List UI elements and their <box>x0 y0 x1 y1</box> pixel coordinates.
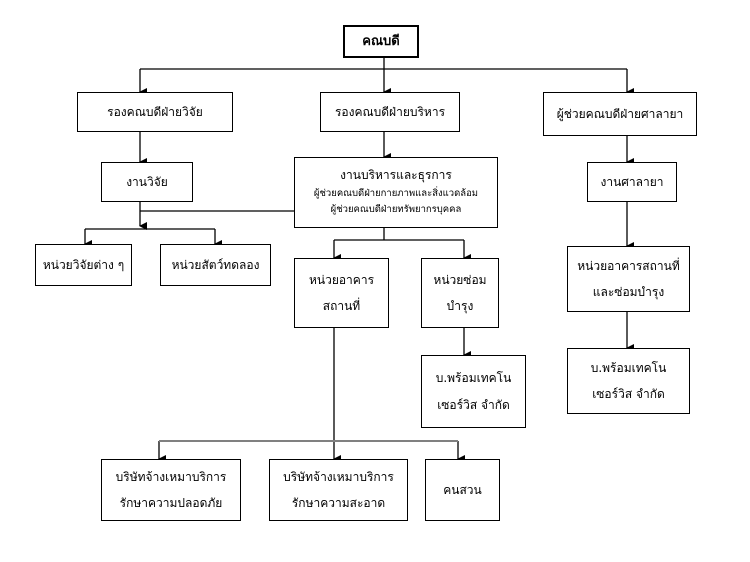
node-gardener: คนสวน <box>425 459 500 521</box>
node-admin-work: งานบริหารและธุรการ ผู้ช่วยคณบดีฝ่ายกายภา… <box>294 157 498 228</box>
node-label: บำรุง <box>446 299 474 313</box>
node-contractor-sala: บ.พร้อมเทคโน เซอร์วิส จำกัด <box>567 348 690 414</box>
node-label: งานวิจัย <box>126 174 168 189</box>
node-label: งานบริหารและธุรการ <box>340 167 452 182</box>
node-sala-work: งานศาลายา <box>587 162 677 202</box>
node-label: หน่วยอาคาร <box>308 272 375 287</box>
node-security-contract: บริษัทจ้างเหมาบริการ รักษาความปลอดภัย <box>101 459 241 521</box>
node-label: บ.พร้อมเทคโน <box>435 371 512 386</box>
node-label: งานศาลายา <box>600 174 664 189</box>
node-label: รักษาความสะอาด <box>291 496 386 510</box>
node-vp-research: รองคณบดีฝ่ายวิจัย <box>77 92 233 132</box>
node-research-work: งานวิจัย <box>101 162 193 202</box>
node-asst-sala: ผู้ช่วยคณบดีฝ่ายศาลายา <box>543 92 697 136</box>
node-animal-unit: หน่วยสัตว์ทดลอง <box>160 244 271 286</box>
node-contractor-repair: บ.พร้อมเทคโน เซอร์วิส จำกัด <box>421 355 526 428</box>
node-vp-admin: รองคณบดีฝ่ายบริหาร <box>320 92 460 132</box>
node-label: หน่วยซ่อม <box>433 272 487 287</box>
node-label: บริษัทจ้างเหมาบริการ <box>283 469 394 484</box>
node-repair-unit: หน่วยซ่อม บำรุง <box>421 258 499 328</box>
node-label: หน่วยอาคารสถานที่ <box>577 258 680 273</box>
node-label: สถานที่ <box>322 299 361 313</box>
node-building-unit: หน่วยอาคาร สถานที่ <box>294 258 389 328</box>
node-label: หน่วยสัตว์ทดลอง <box>171 257 260 272</box>
node-label: รองคณบดีฝ่ายวิจัย <box>107 104 203 119</box>
node-label: เซอร์วิส จำกัด <box>437 397 510 412</box>
node-label: หน่วยวิจัยต่าง ๆ <box>42 257 125 272</box>
node-research-units: หน่วยวิจัยต่าง ๆ <box>35 244 132 286</box>
node-label: รองคณบดีฝ่ายบริหาร <box>334 104 446 119</box>
node-label: คณบดี <box>362 33 400 49</box>
node-label: รักษาความปลอดภัย <box>119 496 223 510</box>
node-label: บ.พร้อมเทคโน <box>590 360 667 375</box>
node-label: เซอร์วิส จำกัด <box>592 387 665 401</box>
node-dean: คณบดี <box>343 25 419 58</box>
node-label: คนสวน <box>443 482 482 497</box>
node-sala-building-unit: หน่วยอาคารสถานที่ และซ่อมบำรุง <box>567 246 690 312</box>
node-label: และซ่อมบำรุง <box>592 285 665 299</box>
node-sublabel: ผู้ช่วยคณบดีฝ่ายกายภาพและสิ่งแวดล้อม <box>313 188 479 200</box>
node-label: ผู้ช่วยคณบดีฝ่ายศาลายา <box>556 106 684 121</box>
node-cleaning-contract: บริษัทจ้างเหมาบริการ รักษาความสะอาด <box>269 459 408 521</box>
node-sublabel: ผู้ช่วยคณบดีฝ่ายทรัพยากรบุคคล <box>330 203 462 215</box>
node-label: บริษัทจ้างเหมาบริการ <box>115 469 227 484</box>
